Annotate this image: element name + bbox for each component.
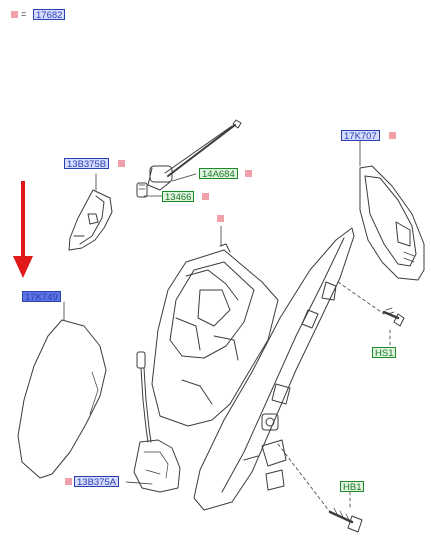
guide-lines xyxy=(277,281,391,513)
bolt-hb1-part xyxy=(328,507,363,533)
part-label-17682[interactable]: 17682 xyxy=(33,9,66,21)
mirror-arm-part xyxy=(193,227,355,511)
part-label-hs1[interactable]: HS1 xyxy=(372,347,397,359)
equals-sign: = xyxy=(21,9,27,19)
marker-square xyxy=(245,170,252,177)
leader-lines xyxy=(63,139,361,485)
marker-square xyxy=(118,160,125,167)
part-label-17k707[interactable]: 17K707 xyxy=(341,130,380,142)
part-label-hb1[interactable]: HB1 xyxy=(340,481,365,493)
marker-square xyxy=(389,132,396,139)
part-label-13b375b[interactable]: 13B375B xyxy=(64,158,110,170)
part-label-13466[interactable]: 13466 xyxy=(162,191,195,203)
marker-square xyxy=(11,11,18,18)
marker-square xyxy=(217,215,224,222)
marker-square xyxy=(65,478,72,485)
cable-harness-part xyxy=(147,119,242,191)
part-label-17k749[interactable]: 17K749 xyxy=(22,291,61,303)
screw-hs1-part xyxy=(382,307,405,327)
part-label-13b375a[interactable]: 13B375A xyxy=(74,476,120,488)
bulb-part xyxy=(136,182,148,198)
mirror-cover-part xyxy=(17,319,107,479)
lamp-housing-a-part xyxy=(133,351,181,493)
red-arrow-icon xyxy=(13,181,33,278)
marker-square xyxy=(202,193,209,200)
mirror-housing-part xyxy=(151,243,279,427)
lamp-housing-b-part xyxy=(68,189,113,251)
part-label-14a684[interactable]: 14A684 xyxy=(199,168,238,180)
mirror-glass-part xyxy=(359,165,425,281)
